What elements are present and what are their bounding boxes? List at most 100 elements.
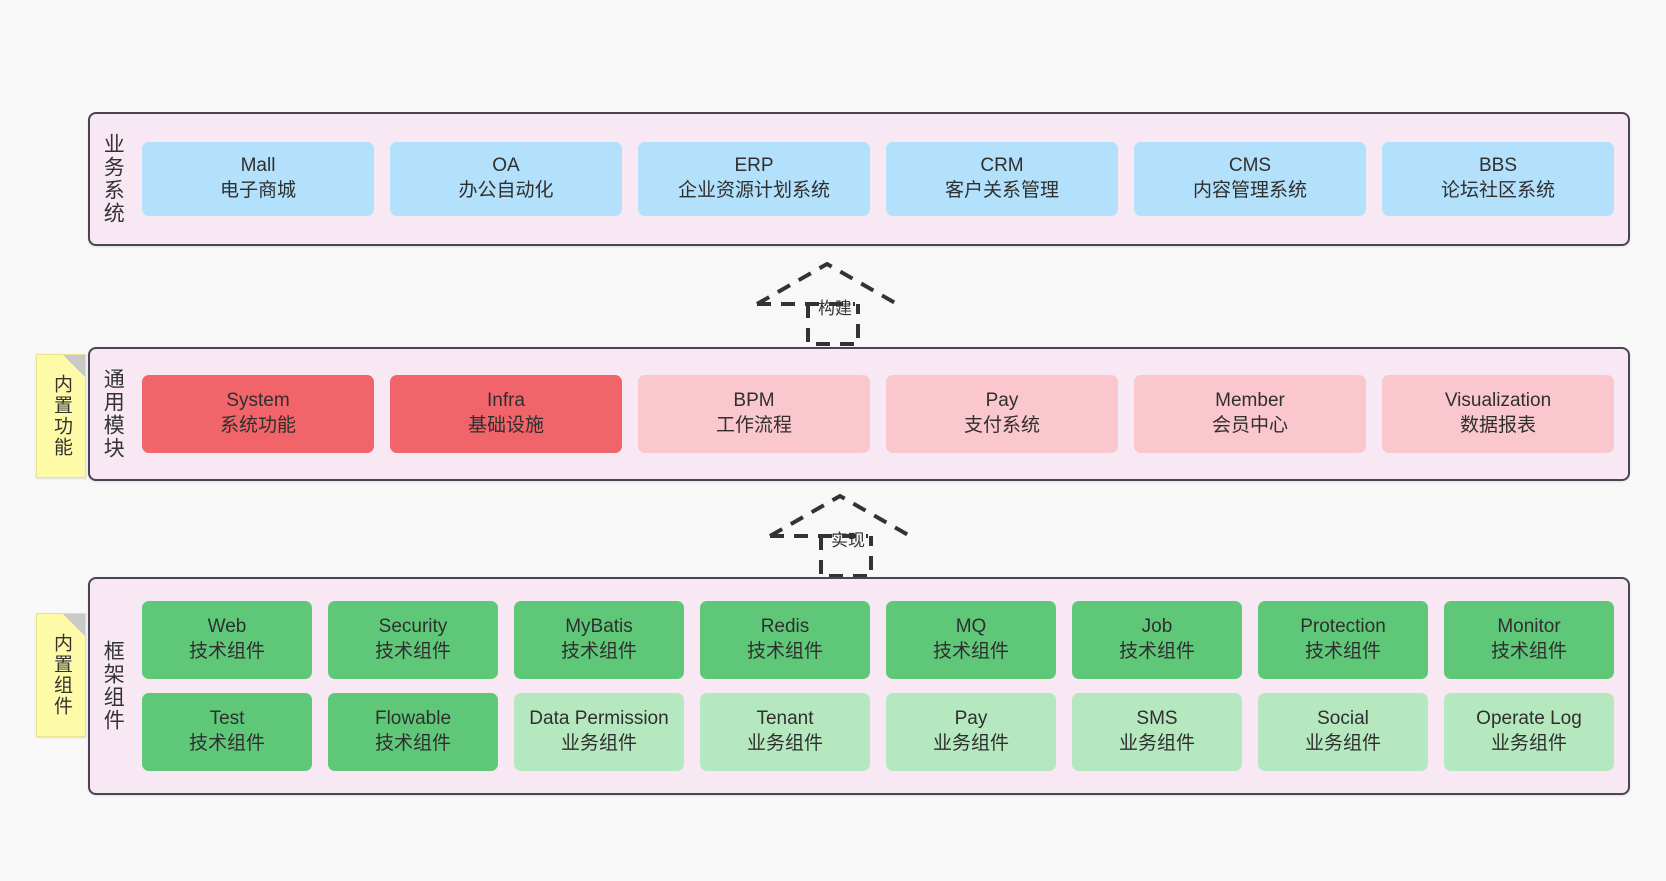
card-pay[interactable]: Pay 支付系统 bbox=[886, 375, 1118, 453]
card-web[interactable]: Web 技术组件 bbox=[142, 601, 312, 679]
card-title: Mall bbox=[240, 155, 276, 177]
card-subtitle: 技术组件 bbox=[374, 641, 451, 662]
card-job[interactable]: Job 技术组件 bbox=[1072, 601, 1242, 679]
card-monitor[interactable]: Monitor 技术组件 bbox=[1444, 601, 1614, 679]
card-title: SMS bbox=[1136, 708, 1178, 730]
card-subtitle: 业务组件 bbox=[1490, 733, 1567, 754]
note-builtin-components: 内置组件 bbox=[36, 613, 86, 737]
layer-body-framework-component: Web 技术组件 Security 技术组件 MyBatis 技术组件 Redi… bbox=[134, 579, 1628, 793]
card-mq[interactable]: MQ 技术组件 bbox=[886, 601, 1056, 679]
card-subtitle: 技术组件 bbox=[374, 733, 451, 754]
card-subtitle: 客户关系管理 bbox=[944, 180, 1059, 201]
layer-title-common-module: 通用模块 bbox=[101, 368, 125, 460]
layer-title-framework-component: 框架组件 bbox=[101, 640, 125, 732]
card-title: MQ bbox=[955, 616, 987, 638]
card-subtitle: 业务组件 bbox=[932, 733, 1009, 754]
card-subtitle: 内容管理系统 bbox=[1192, 180, 1307, 201]
card-title: Data Permission bbox=[529, 708, 669, 730]
card-row: System 系统功能 Infra 基础设施 BPM 工作流程 Pay 支付系统… bbox=[142, 375, 1614, 453]
card-subtitle: 办公自动化 bbox=[458, 180, 554, 201]
card-subtitle: 企业资源计划系统 bbox=[677, 180, 830, 201]
card-subtitle: 业务组件 bbox=[560, 733, 637, 754]
card-subtitle: 技术组件 bbox=[188, 733, 265, 754]
layer-common-module: 通用模块 System 系统功能 Infra 基础设施 BPM 工作流程 Pay… bbox=[88, 347, 1630, 481]
layer-business-system: 业务系统 Mall 电子商城 OA 办公自动化 ERP 企业资源计划系统 CRM… bbox=[88, 112, 1630, 246]
card-title: Pay bbox=[985, 390, 1019, 412]
card-redis[interactable]: Redis 技术组件 bbox=[700, 601, 870, 679]
card-title: Test bbox=[209, 708, 245, 730]
card-subtitle: 电子商城 bbox=[219, 180, 296, 201]
card-title: System bbox=[226, 390, 290, 412]
layer-title-business-system: 业务系统 bbox=[101, 133, 125, 225]
card-social[interactable]: Social 业务组件 bbox=[1258, 693, 1428, 771]
card-subtitle: 支付系统 bbox=[963, 415, 1040, 436]
note-builtin-functions: 内置功能 bbox=[36, 354, 86, 478]
card-sms[interactable]: SMS 业务组件 bbox=[1072, 693, 1242, 771]
card-infra[interactable]: Infra 基础设施 bbox=[390, 375, 622, 453]
card-title: Flowable bbox=[374, 708, 452, 730]
card-subtitle: 基础设施 bbox=[467, 415, 544, 436]
card-row: Test 技术组件 Flowable 技术组件 Data Permission … bbox=[142, 693, 1614, 771]
card-subtitle: 会员中心 bbox=[1211, 415, 1288, 436]
card-title: Operate Log bbox=[1476, 708, 1582, 730]
card-subtitle: 技术组件 bbox=[746, 641, 823, 662]
card-bpm[interactable]: BPM 工作流程 bbox=[638, 375, 870, 453]
card-title: Web bbox=[207, 616, 247, 638]
layer-body-business-system: Mall 电子商城 OA 办公自动化 ERP 企业资源计划系统 CRM 客户关系… bbox=[134, 114, 1628, 244]
card-title: Infra bbox=[486, 390, 526, 412]
card-title: BBS bbox=[1478, 155, 1518, 177]
card-row: Mall 电子商城 OA 办公自动化 ERP 企业资源计划系统 CRM 客户关系… bbox=[142, 142, 1614, 216]
card-title: Security bbox=[378, 616, 448, 638]
card-subtitle: 技术组件 bbox=[1304, 641, 1381, 662]
card-title: Redis bbox=[760, 616, 810, 638]
card-crm[interactable]: CRM 客户关系管理 bbox=[886, 142, 1118, 216]
card-title: Pay bbox=[954, 708, 988, 730]
card-title: Tenant bbox=[756, 708, 814, 730]
generalization-arrow-icon bbox=[769, 493, 911, 578]
card-member[interactable]: Member 会员中心 bbox=[1134, 375, 1366, 453]
card-visualization[interactable]: Visualization 数据报表 bbox=[1382, 375, 1614, 453]
card-subtitle: 业务组件 bbox=[1304, 733, 1381, 754]
card-pay-business[interactable]: Pay 业务组件 bbox=[886, 693, 1056, 771]
card-operate-log[interactable]: Operate Log 业务组件 bbox=[1444, 693, 1614, 771]
card-bbs[interactable]: BBS 论坛社区系统 bbox=[1382, 142, 1614, 216]
card-row: Web 技术组件 Security 技术组件 MyBatis 技术组件 Redi… bbox=[142, 601, 1614, 679]
card-title: Protection bbox=[1300, 616, 1386, 638]
card-title: Visualization bbox=[1444, 390, 1552, 412]
card-tenant[interactable]: Tenant 业务组件 bbox=[700, 693, 870, 771]
card-title: MyBatis bbox=[565, 616, 633, 638]
card-title: CRM bbox=[980, 155, 1024, 177]
card-title: Job bbox=[1141, 616, 1173, 638]
layer-body-common-module: System 系统功能 Infra 基础设施 BPM 工作流程 Pay 支付系统… bbox=[134, 349, 1628, 479]
card-title: ERP bbox=[734, 155, 774, 177]
card-system[interactable]: System 系统功能 bbox=[142, 375, 374, 453]
card-mall[interactable]: Mall 电子商城 bbox=[142, 142, 374, 216]
card-subtitle: 业务组件 bbox=[1118, 733, 1195, 754]
card-subtitle: 工作流程 bbox=[715, 415, 792, 436]
card-flowable[interactable]: Flowable 技术组件 bbox=[328, 693, 498, 771]
layer-framework-component: 框架组件 Web 技术组件 Security 技术组件 MyBatis 技术组件… bbox=[88, 577, 1630, 795]
card-title: CMS bbox=[1228, 155, 1272, 177]
card-subtitle: 系统功能 bbox=[219, 415, 296, 436]
card-security[interactable]: Security 技术组件 bbox=[328, 601, 498, 679]
card-title: Member bbox=[1215, 390, 1285, 412]
card-subtitle: 数据报表 bbox=[1459, 415, 1536, 436]
connector-implement: 实现 bbox=[768, 490, 948, 578]
card-erp[interactable]: ERP 企业资源计划系统 bbox=[638, 142, 870, 216]
card-title: BPM bbox=[733, 390, 775, 412]
card-title: Monitor bbox=[1497, 616, 1561, 638]
card-subtitle: 技术组件 bbox=[560, 641, 637, 662]
card-protection[interactable]: Protection 技术组件 bbox=[1258, 601, 1428, 679]
card-data-permission[interactable]: Data Permission 业务组件 bbox=[514, 693, 684, 771]
connector-label-implement: 实现 bbox=[831, 531, 865, 550]
card-mybatis[interactable]: MyBatis 技术组件 bbox=[514, 601, 684, 679]
card-title: Social bbox=[1317, 708, 1369, 730]
card-oa[interactable]: OA 办公自动化 bbox=[390, 142, 622, 216]
card-test[interactable]: Test 技术组件 bbox=[142, 693, 312, 771]
connector-label-build: 构建 bbox=[818, 299, 852, 318]
card-cms[interactable]: CMS 内容管理系统 bbox=[1134, 142, 1366, 216]
card-subtitle: 业务组件 bbox=[746, 733, 823, 754]
card-title: OA bbox=[492, 155, 520, 177]
card-subtitle: 技术组件 bbox=[932, 641, 1009, 662]
